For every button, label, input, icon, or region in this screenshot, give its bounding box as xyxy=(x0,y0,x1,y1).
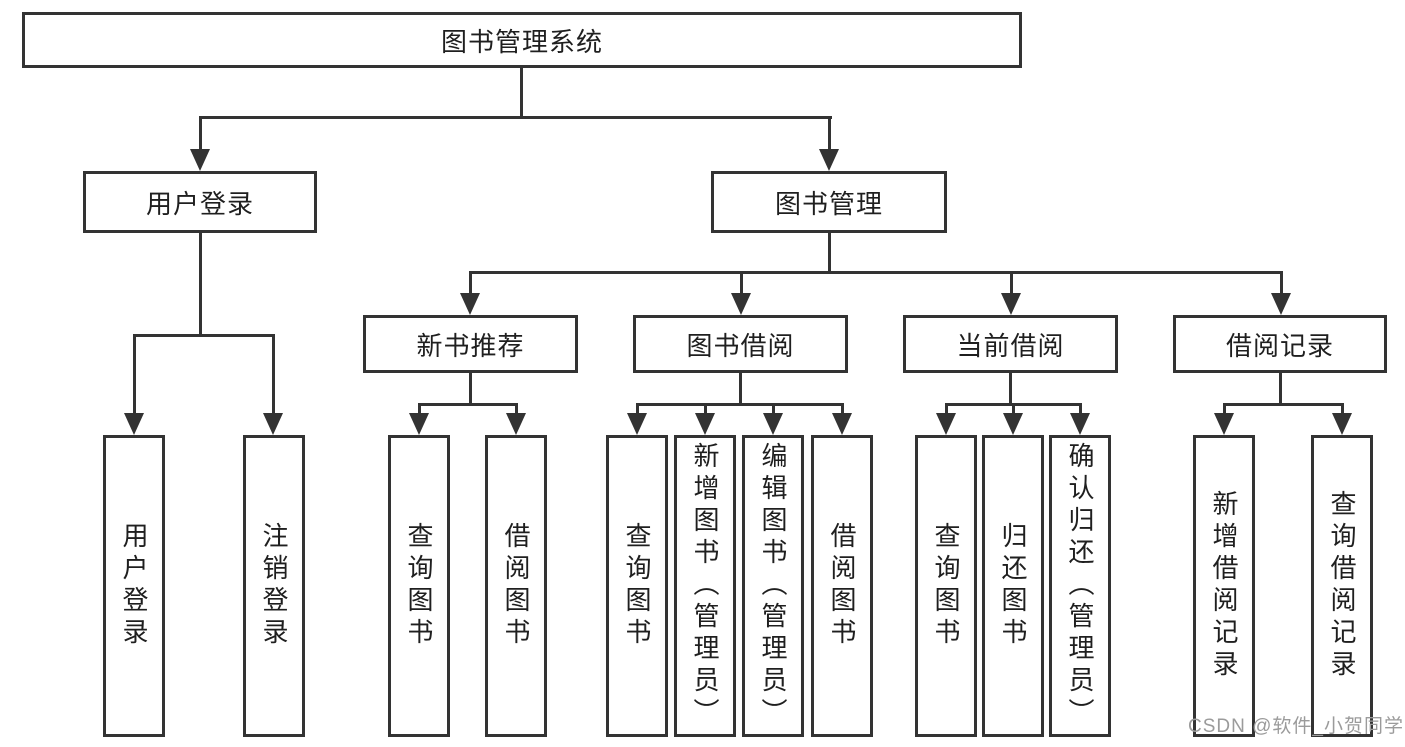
connector-line xyxy=(515,403,518,415)
connector-line xyxy=(1009,373,1012,406)
connector-line xyxy=(740,271,743,295)
connector-arrowhead xyxy=(1271,293,1291,315)
connector-line xyxy=(828,232,831,273)
connector-line xyxy=(199,232,202,337)
connector-line xyxy=(418,403,421,415)
connector-line xyxy=(469,271,472,295)
connector-line xyxy=(945,403,948,415)
node-current-borrow-label: 当前借阅 xyxy=(956,330,1065,361)
connector-line xyxy=(1223,403,1344,406)
connector-arrowhead xyxy=(460,293,480,315)
node-root: 图书管理系统 xyxy=(22,12,1022,68)
connector-arrowhead xyxy=(695,413,715,435)
leaf-confirm-return-admin-label: 确认归还（管理员） xyxy=(1065,442,1095,730)
connector-arrowhead xyxy=(1214,413,1234,435)
leaf-add-book-admin: 新增图书（管理员） xyxy=(674,435,736,737)
connector-line xyxy=(1012,403,1015,415)
leaf-borrow-book-2: 借阅图书 xyxy=(811,435,873,737)
node-book-borrow-label: 图书借阅 xyxy=(686,330,795,361)
leaf-user-login-label: 用户登录 xyxy=(119,522,149,650)
connector-line xyxy=(199,116,202,151)
node-book-management: 图书管理 xyxy=(711,171,947,233)
leaf-logout-label: 注销登录 xyxy=(259,522,289,650)
connector-line xyxy=(1280,271,1283,295)
leaf-add-borrow-record-label: 新增借阅记录 xyxy=(1209,490,1239,682)
connector-arrowhead xyxy=(763,413,783,435)
leaf-add-book-admin-label: 新增图书（管理员） xyxy=(690,442,720,730)
leaf-query-book-2-label: 查询图书 xyxy=(622,522,652,650)
connector-arrowhead xyxy=(627,413,647,435)
connector-line xyxy=(841,403,844,415)
connector-arrowhead xyxy=(1001,293,1021,315)
connector-line xyxy=(133,334,136,415)
leaf-user-login: 用户登录 xyxy=(103,435,165,737)
node-new-book-recommend: 新书推荐 xyxy=(363,315,578,373)
connector-line xyxy=(704,403,707,415)
leaf-borrow-book-2-label: 借阅图书 xyxy=(827,522,857,650)
connector-line xyxy=(828,116,831,151)
connector-arrowhead xyxy=(1332,413,1352,435)
connector-line xyxy=(272,334,275,415)
connector-arrowhead xyxy=(190,149,210,171)
connector-arrowhead xyxy=(506,413,526,435)
connector-arrowhead xyxy=(936,413,956,435)
connector-line xyxy=(1079,403,1082,415)
connector-line xyxy=(199,116,832,119)
leaf-return-book-label: 归还图书 xyxy=(998,522,1028,650)
leaf-query-book-3: 查询图书 xyxy=(915,435,977,737)
connector-line xyxy=(636,403,844,406)
connector-line xyxy=(469,271,1283,274)
connector-line xyxy=(133,334,275,337)
connector-line xyxy=(1279,373,1282,406)
leaf-borrow-book-1: 借阅图书 xyxy=(485,435,547,737)
connector-line xyxy=(772,403,775,415)
leaf-query-book-1: 查询图书 xyxy=(388,435,450,737)
leaf-add-borrow-record: 新增借阅记录 xyxy=(1193,435,1255,737)
node-book-management-label: 图书管理 xyxy=(774,188,883,219)
connector-arrowhead xyxy=(263,413,283,435)
connector-line xyxy=(469,373,472,406)
leaf-return-book: 归还图书 xyxy=(982,435,1044,737)
leaf-borrow-book-1-label: 借阅图书 xyxy=(501,522,531,650)
leaf-edit-book-admin-label: 编辑图书（管理员） xyxy=(758,442,788,730)
node-current-borrow: 当前借阅 xyxy=(903,315,1118,373)
connector-arrowhead xyxy=(819,149,839,171)
leaf-query-borrow-record-label: 查询借阅记录 xyxy=(1327,490,1357,682)
connector-line xyxy=(739,373,742,406)
leaf-query-book-3-label: 查询图书 xyxy=(931,522,961,650)
node-root-label: 图书管理系统 xyxy=(440,26,603,57)
connector-line xyxy=(520,67,523,118)
leaf-query-borrow-record: 查询借阅记录 xyxy=(1311,435,1373,737)
node-borrow-record-label: 借阅记录 xyxy=(1225,330,1334,361)
node-book-borrow: 图书借阅 xyxy=(633,315,848,373)
node-user-login-label: 用户登录 xyxy=(145,188,254,219)
connector-arrowhead xyxy=(731,293,751,315)
leaf-edit-book-admin: 编辑图书（管理员） xyxy=(742,435,804,737)
connector-line xyxy=(1223,403,1226,415)
connector-arrowhead xyxy=(409,413,429,435)
node-borrow-record: 借阅记录 xyxy=(1173,315,1387,373)
connector-line xyxy=(418,403,518,406)
connector-arrowhead xyxy=(832,413,852,435)
leaf-query-book-2: 查询图书 xyxy=(606,435,668,737)
csdn-watermark: CSDN @软件_小贺同学 xyxy=(1188,716,1404,737)
connector-arrowhead xyxy=(1070,413,1090,435)
leaf-query-book-1-label: 查询图书 xyxy=(404,522,434,650)
leaf-logout: 注销登录 xyxy=(243,435,305,737)
leaf-confirm-return-admin: 确认归还（管理员） xyxy=(1049,435,1111,737)
connector-arrowhead xyxy=(1003,413,1023,435)
connector-line xyxy=(636,403,639,415)
connector-line xyxy=(1341,403,1344,415)
node-user-login: 用户登录 xyxy=(83,171,317,233)
connector-line xyxy=(1010,271,1013,295)
node-new-book-recommend-label: 新书推荐 xyxy=(416,330,525,361)
connector-arrowhead xyxy=(124,413,144,435)
